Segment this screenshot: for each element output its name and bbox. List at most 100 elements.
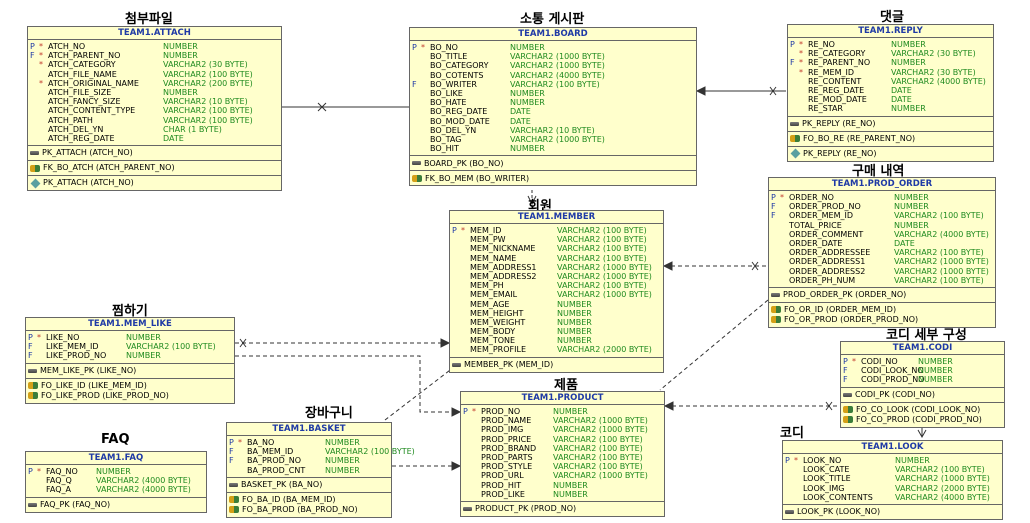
constraint-row[interactable]: PROD_ORDER_PK (ORDER_NO) — [771, 290, 995, 300]
constraint-row[interactable]: FO_CO_LOOK (CODI_LOOK_NO) — [843, 405, 1004, 415]
constraint-row[interactable]: BASKET_PK (BA_NO) — [229, 480, 391, 490]
constraint-row[interactable]: PK_REPLY (RE_NO) — [790, 148, 993, 159]
constraint-row[interactable]: FO_BA_PROD (BA_PROD_NO) — [229, 505, 391, 515]
constraint-row[interactable]: BOARD_PK (BO_NO) — [412, 158, 696, 168]
constraint-row[interactable]: MEM_LIKE_PK (LIKE_NO) — [28, 366, 234, 376]
constraint-row[interactable]: LOOK_PK (LOOK_NO) — [785, 507, 1002, 517]
constraint-row[interactable]: FK_BO_MEM (BO_WRITER) — [412, 173, 696, 183]
constraint-row[interactable]: FO_LIKE_ID (LIKE_MEM_ID) — [28, 381, 234, 391]
constraint-row[interactable]: PK_ATTACH (ATCH_NO) — [30, 178, 281, 189]
constraint-row[interactable]: FO_OR_ID (ORDER_MEM_ID) — [771, 305, 995, 315]
constraint-row[interactable]: PK_ATTACH (ATCH_NO) — [30, 148, 281, 158]
constraint-row[interactable]: FK_BO_ATCH (ATCH_PARENT_NO) — [30, 163, 281, 173]
constraint-row[interactable]: MEMBER_PK (MEM_ID) — [452, 360, 663, 370]
constraint-row[interactable]: FO_LIKE_PROD (LIKE_PROD_NO) — [28, 391, 234, 401]
constraint-row[interactable]: FO_OR_PROD (ORDER_PROD_NO) — [771, 315, 995, 325]
constraint-row[interactable]: FO_BA_ID (BA_MEM_ID) — [229, 495, 391, 505]
constraint-row[interactable]: CODI_PK (CODI_NO) — [843, 390, 1004, 400]
constraint-row[interactable]: FO_BO_RE (RE_PARENT_NO) — [790, 134, 993, 144]
constraint-row[interactable]: FAQ_PK (FAQ_NO) — [28, 500, 206, 510]
